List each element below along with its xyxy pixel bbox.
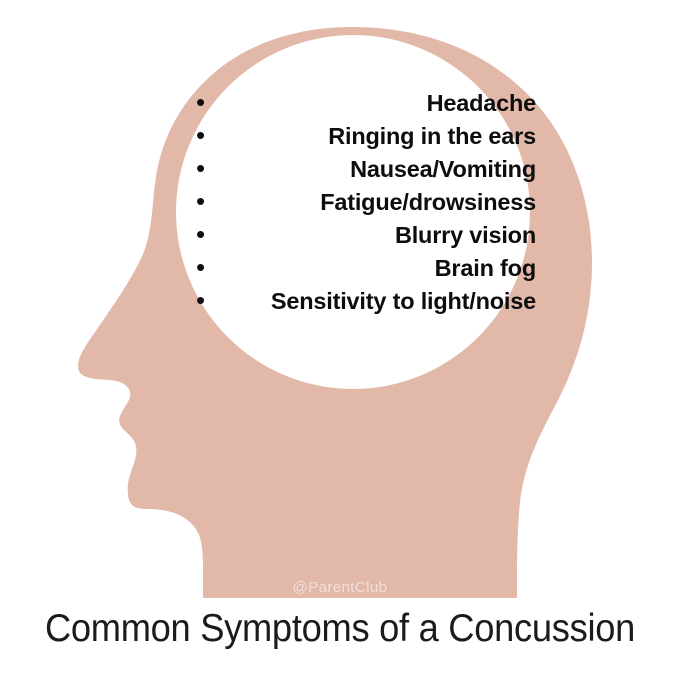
symptom-label: Blurry vision <box>394 222 536 248</box>
symptom-label: Nausea/Vomiting <box>350 156 536 182</box>
symptom-label: Fatigue/drowsiness <box>320 189 536 215</box>
symptom-label: Sensitivity to light/noise <box>270 288 536 314</box>
list-item: • Headache <box>196 86 536 119</box>
list-item: • Fatigue/drowsiness <box>196 185 536 218</box>
bullet-icon: • <box>196 120 206 150</box>
page-title: Common Symptoms of a Concussion <box>44 607 636 650</box>
symptom-label: Ringing in the ears <box>328 123 536 149</box>
head-silhouette-group <box>78 27 593 598</box>
list-item: • Sensitivity to light/noise <box>196 284 536 317</box>
symptom-label: Brain fog <box>434 255 537 281</box>
symptom-list: • Headache • Ringing in the ears • Nause… <box>196 86 536 317</box>
bullet-icon: • <box>196 87 206 117</box>
list-item: • Blurry vision <box>196 218 536 251</box>
list-item: • Ringing in the ears <box>196 119 536 152</box>
symptom-label: Headache <box>426 90 537 116</box>
bullet-icon: • <box>196 186 206 216</box>
bullet-icon: • <box>196 153 206 183</box>
bullet-icon: • <box>196 285 206 315</box>
bullet-icon: • <box>196 219 206 249</box>
list-item: • Brain fog <box>196 251 536 284</box>
list-item: • Nausea/Vomiting <box>196 152 536 185</box>
bullet-icon: • <box>196 252 206 282</box>
brain-area-circle <box>176 35 530 389</box>
